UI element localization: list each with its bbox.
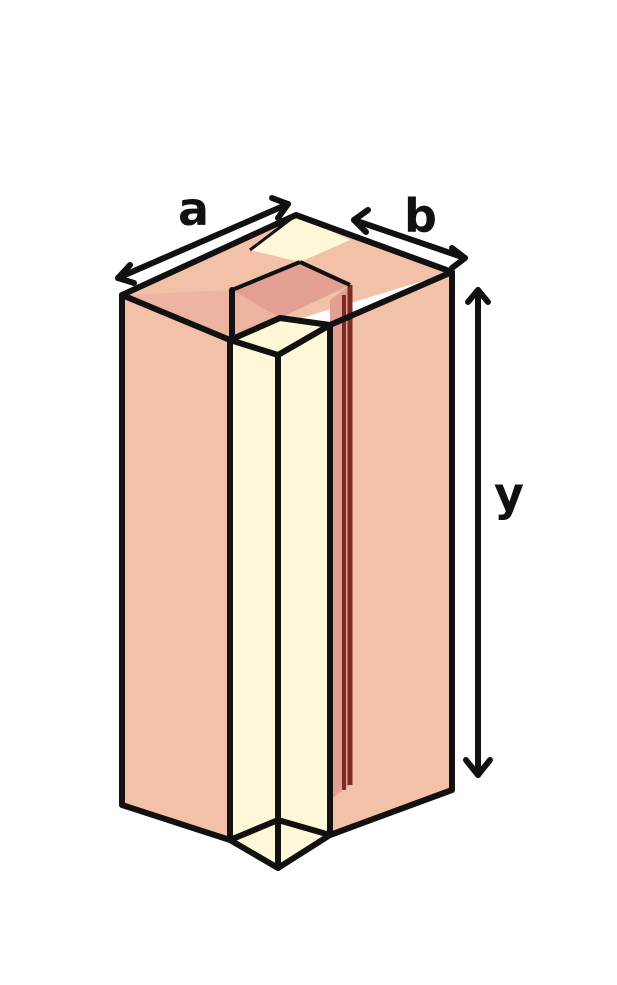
outer-box — [122, 215, 452, 840]
slab-top-back-2 — [277, 315, 333, 328]
label-a: a — [178, 182, 209, 236]
dimension-a: a — [115, 182, 291, 286]
top-light-square — [250, 215, 350, 262]
box-left-face — [122, 295, 230, 840]
outer-outline — [119, 292, 233, 843]
top-line-4 — [299, 260, 351, 287]
dimension-y-arrow-top — [465, 287, 491, 305]
top-line-2 — [327, 269, 455, 328]
dimension-a-arrow-left — [115, 262, 137, 286]
label-y: y — [494, 467, 524, 521]
slab-left-face — [230, 340, 278, 868]
top-line-5 — [249, 213, 297, 252]
dimension-b-arrow-left — [351, 207, 371, 235]
slab-top-back — [227, 315, 283, 343]
top-line-3 — [231, 260, 301, 292]
inner-slab — [230, 318, 330, 868]
dimension-a-arrow-right — [269, 195, 291, 221]
dimension-a-line — [115, 201, 291, 281]
top-inner-dark — [232, 262, 350, 318]
dimension-b-arrow-right — [449, 245, 468, 271]
label-b: b — [404, 189, 437, 243]
outer-outline-right — [327, 269, 455, 838]
dimension-b-line — [351, 217, 468, 261]
top-inner-dark-2 — [122, 290, 280, 340]
dimension-y-arrow-bottom — [463, 757, 493, 778]
top-line-1 — [119, 292, 233, 343]
dimension-y: y — [463, 287, 524, 778]
inner-slot — [330, 285, 353, 800]
dimension-b: b — [351, 189, 468, 271]
box-right-face — [330, 272, 452, 835]
slab-outline-right — [275, 322, 333, 871]
slab-right-face — [278, 325, 330, 868]
outline-strokes — [119, 212, 455, 871]
